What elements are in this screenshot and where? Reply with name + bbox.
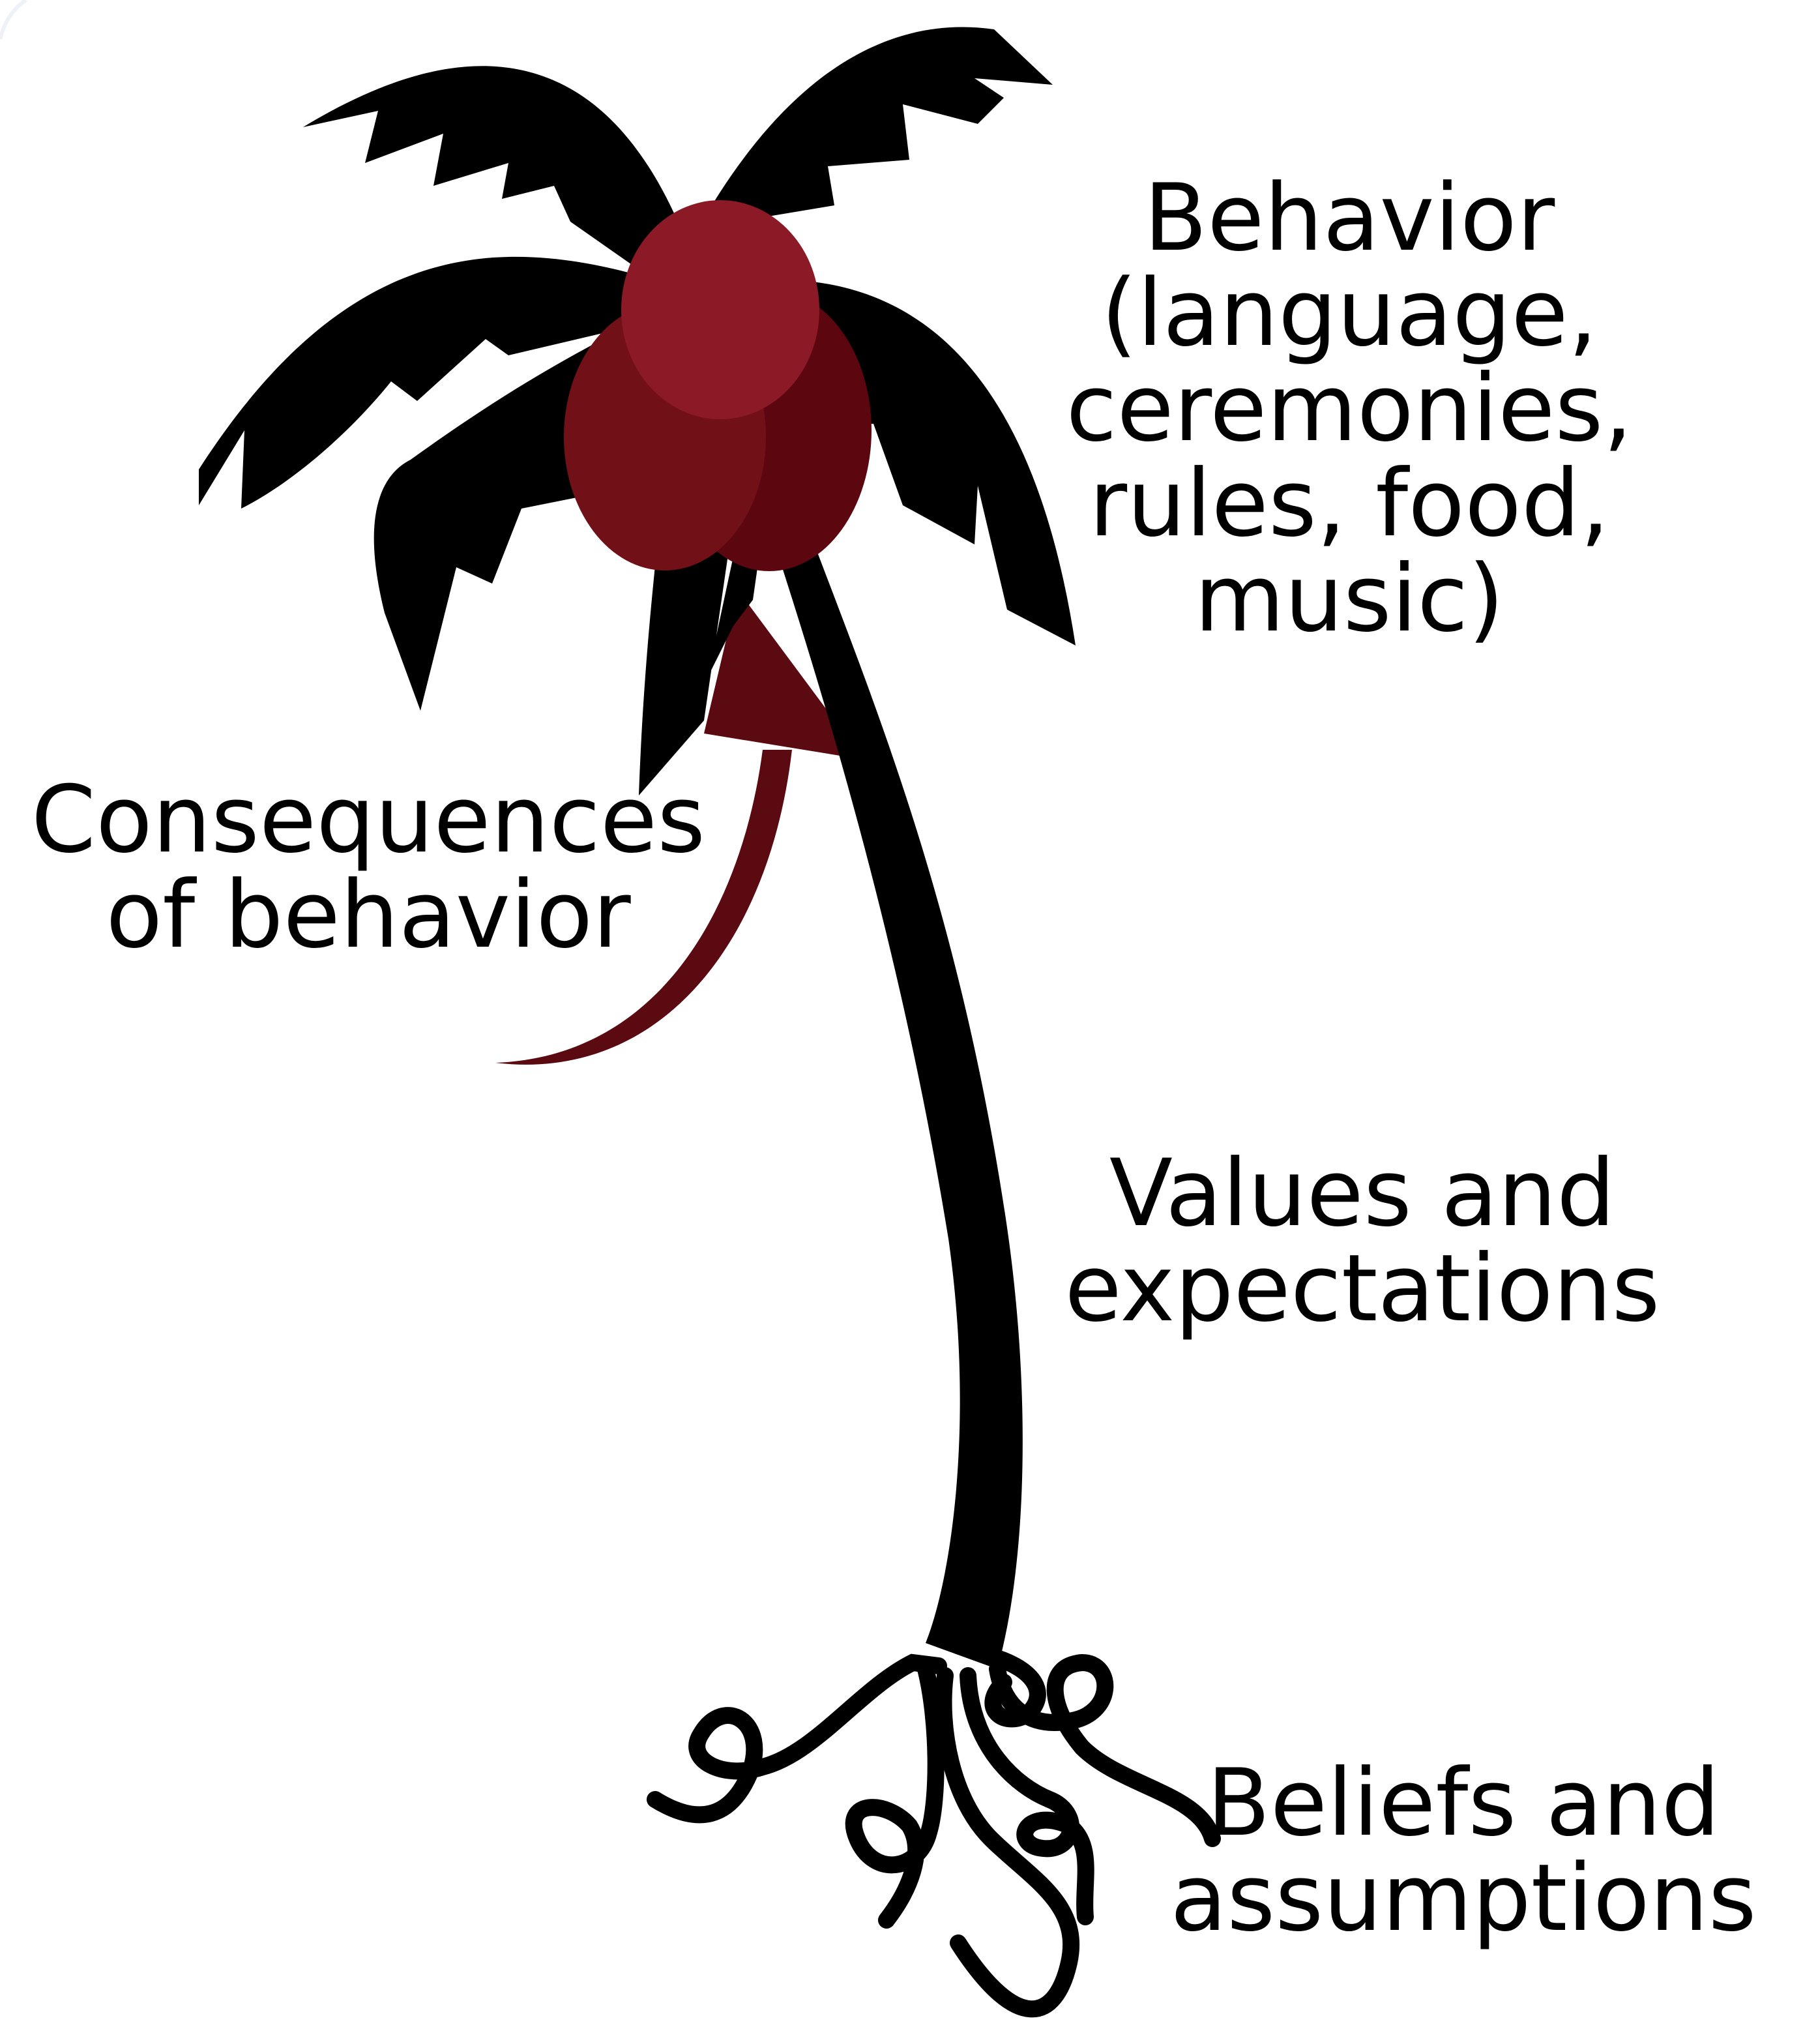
beliefs-label: Beliefs and assumptions bbox=[1134, 1756, 1793, 1946]
palm-trunk bbox=[779, 554, 1023, 1669]
behavior-label-line: (language, bbox=[1101, 259, 1598, 367]
palm-frond-right bbox=[792, 280, 1076, 645]
behavior-label-line: music) bbox=[1194, 545, 1504, 653]
roots-icon bbox=[647, 1648, 1221, 2018]
palm-frond-left bbox=[199, 256, 645, 509]
coconut-icon-front bbox=[621, 200, 819, 419]
values-label-line: expectations bbox=[1064, 1235, 1660, 1342]
curved-arrow-icon bbox=[495, 750, 792, 1065]
beliefs-label-line: Beliefs and bbox=[1207, 1749, 1720, 1857]
values-label: Values and expectations bbox=[1043, 1146, 1682, 1337]
corner-arc-decoration bbox=[0, 0, 27, 40]
curved-arrow-head bbox=[704, 590, 864, 760]
behavior-label-line: rules, food, bbox=[1089, 450, 1610, 557]
consequences-label-line: of behavior bbox=[106, 861, 631, 969]
palm-frond-top-left bbox=[303, 66, 678, 267]
palm-frond-top-right bbox=[704, 27, 1053, 222]
consequences-label-line: Consequences bbox=[31, 766, 706, 874]
behavior-label-line: Behavior bbox=[1143, 164, 1555, 272]
consequences-label: Consequences of behavior bbox=[0, 773, 737, 963]
behavior-label: Behavior (language, ceremonies, rules, f… bbox=[1043, 171, 1656, 647]
behavior-label-line: ceremonies, bbox=[1066, 355, 1633, 462]
palm-frond-center-drooping bbox=[639, 535, 759, 795]
values-label-line: Values and bbox=[1109, 1140, 1616, 1247]
beliefs-label-line: assumptions bbox=[1170, 1844, 1757, 1952]
